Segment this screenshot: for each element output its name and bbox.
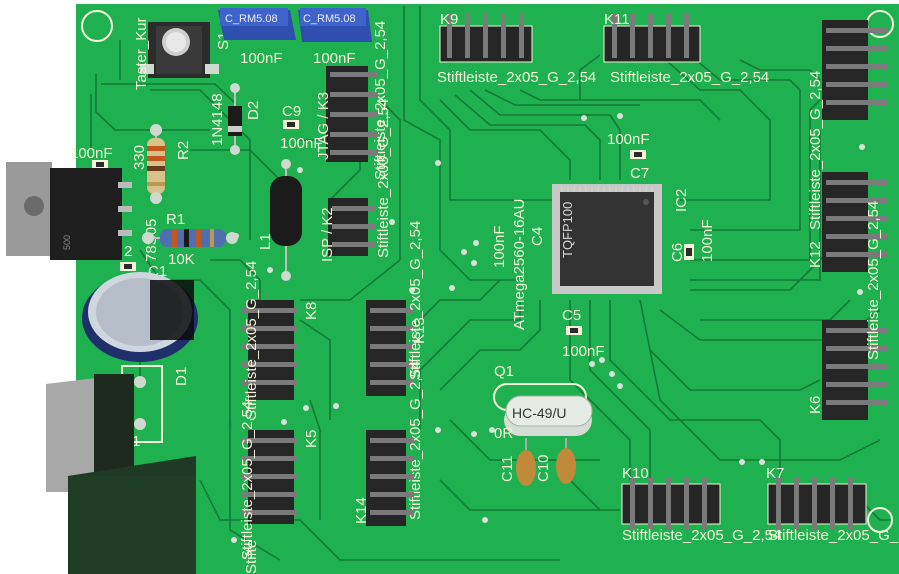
pin-header-icon[interactable]	[439, 14, 533, 63]
voltage-regulator-icon	[46, 374, 196, 574]
cap-mark-1: C_RM5.08	[225, 13, 278, 25]
diode-icon	[121, 365, 163, 443]
r1-label: R1	[166, 211, 185, 228]
inductor-icon	[270, 159, 302, 281]
stift-k14-label: Stiftleiste_2x05_G_2,54	[407, 221, 424, 380]
k14-label: K14	[353, 497, 370, 524]
pin-header-icon[interactable]	[822, 20, 888, 120]
stift-k9-label: Stiftleiste_2x05_G_2,54	[437, 69, 596, 86]
stift-k2-label: Stiftleiste_2x03_G_2,54	[375, 99, 392, 258]
r1-value: 10K	[168, 251, 195, 268]
c9-value: 100nF	[280, 135, 323, 152]
r2-label: R2	[175, 141, 192, 160]
pin-header-icon[interactable]	[603, 14, 701, 63]
r2-value: 330	[131, 145, 148, 170]
k7-label: K7	[766, 465, 784, 482]
k5-label: K5	[303, 430, 320, 448]
electrolytic-capacitor-icon	[82, 272, 198, 362]
pin-header-icon[interactable]	[621, 478, 721, 530]
stift-k8-label: Stiftleiste_2x05_G_2,54	[243, 261, 260, 420]
c4-label: C4	[529, 227, 546, 246]
resistor-icon	[142, 229, 238, 247]
k9-label: K9	[440, 11, 458, 28]
pin-header-icon[interactable]	[326, 66, 378, 162]
k8-label: K8	[303, 302, 320, 320]
pin-header-icon[interactable]	[822, 320, 888, 420]
pin-header-icon[interactable]	[366, 430, 414, 526]
stift-bottom-label: Stifte	[243, 540, 260, 574]
crystal-mark: HC-49/U	[512, 405, 566, 421]
regulator-mark: 500	[62, 235, 72, 250]
smd-capacitor-icon	[218, 8, 372, 42]
c6-value: 100nF	[699, 219, 716, 262]
smd-capacitor-icon	[630, 150, 646, 159]
k11-label: K11	[604, 11, 630, 28]
ic-chip-icon	[552, 184, 662, 294]
k13-label: K13	[411, 317, 428, 344]
stift-k10-label: Stiftleiste_2x05_G_2,54	[622, 527, 781, 544]
smd-capacitor-icon	[92, 160, 108, 169]
smd-capacitor-icon	[566, 326, 582, 335]
smd-capacitor-icon	[120, 262, 136, 271]
pin-header-icon[interactable]	[242, 300, 298, 400]
c4-value: 100nF	[491, 225, 508, 268]
voltage-regulator-icon	[6, 162, 132, 260]
stift-right-label: Stiftleiste_2x05_G_2,54	[807, 71, 824, 230]
c5-label: C5	[562, 307, 581, 324]
tqfp-label: TQFP100	[560, 202, 575, 258]
k6-label: K6	[807, 396, 824, 414]
k12-label: K12	[807, 241, 824, 268]
c9-label: C9	[282, 103, 301, 120]
d1-label: D1	[173, 367, 190, 386]
pin-header-icon[interactable]	[822, 172, 888, 272]
pushbutton-icon[interactable]	[140, 22, 219, 78]
d2-value: 1N4148	[209, 93, 226, 146]
pin-header-icon[interactable]	[242, 430, 298, 524]
cap-value-2: 100nF	[313, 50, 356, 67]
pin-header-icon[interactable]	[366, 300, 414, 396]
smd-capacitor-icon	[684, 244, 694, 260]
pin-header-icon[interactable]	[767, 478, 867, 530]
pin-header-icon[interactable]	[328, 198, 376, 256]
cap-mark-2: C_RM5.08	[303, 13, 356, 25]
d2-label: D2	[245, 101, 262, 120]
stift-k11-label: Stiftleiste_2x05_G_2,54	[610, 69, 769, 86]
k3-label: JTAG / K3	[315, 92, 332, 160]
stift-k13-label: Stiftleiste_2x05_G_2,54	[407, 361, 424, 520]
stift-k7-label: Stiftleiste_2x05_G_2,54	[768, 527, 899, 544]
taster-label: Taster_Kur	[133, 17, 150, 90]
stift-k3-label: Stiftleiste_2x05_G_2,54	[372, 21, 389, 180]
smd-capacitor-icon	[516, 438, 576, 486]
ic2-label: IC2	[673, 189, 690, 212]
k2-label: ISP / K2	[319, 207, 336, 262]
c-left-value: 100nF	[70, 145, 113, 162]
l-mark: 2	[124, 243, 132, 260]
c5-value: 100nF	[562, 343, 605, 360]
mcu-label: ATmega2560-16AU	[511, 199, 528, 330]
one-mark: 1	[132, 433, 140, 450]
c7-value: 100nF	[607, 131, 650, 148]
resistor-icon	[147, 124, 165, 204]
c6-label: C6	[669, 243, 686, 262]
crystal-icon	[493, 383, 593, 436]
c10-label: C10	[535, 454, 552, 482]
q1-label: Q1	[494, 363, 514, 380]
stift-k6-label: Stiftleiste_2x05_G_2,54	[865, 201, 882, 360]
c7-label: C7	[630, 165, 649, 182]
diode-icon	[228, 83, 242, 155]
cap-value-1: 100nF	[240, 50, 283, 67]
q1-value: 0R	[494, 425, 513, 442]
k10-label: K10	[622, 465, 649, 482]
l1-label: L1	[257, 233, 274, 250]
stift-k5-label: Stiftleiste_2x05_G_2,54	[239, 401, 256, 560]
c11-label: C11	[499, 456, 516, 482]
smd-capacitor-icon	[283, 120, 299, 129]
vias	[93, 113, 865, 543]
